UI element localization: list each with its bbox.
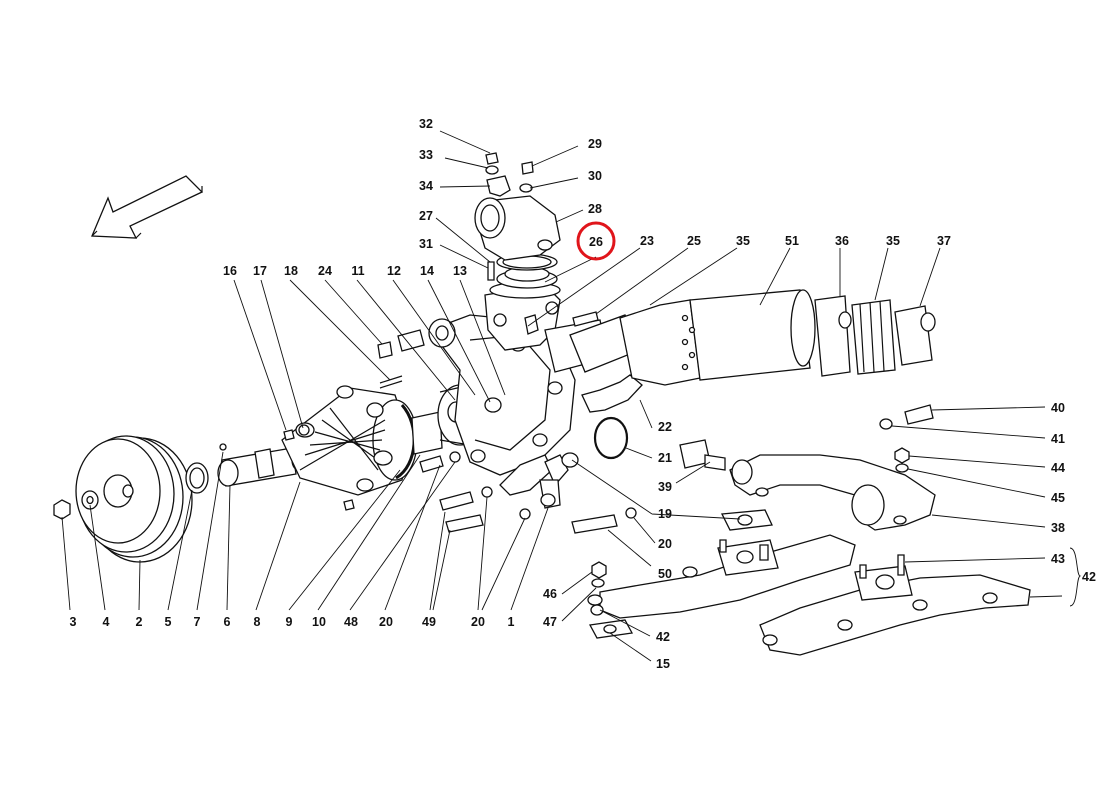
manifold-gaskets [588,509,773,639]
catalytic-converter [569,289,816,386]
callout-44: 44 [1051,461,1065,475]
callout-26: 26 [589,235,603,249]
exhaust-manifold-right [759,554,1031,656]
water-temp-sender [679,439,726,471]
callout-24: 24 [318,264,332,278]
callout-28: 28 [588,202,602,216]
temperature-sensor [879,404,934,430]
callout-34: 34 [419,179,433,193]
exhaust-manifold-left [587,534,856,619]
highlight-circle [576,221,616,261]
callout-4: 4 [103,615,110,629]
callout-20-b: 20 [471,615,485,629]
callout-45: 45 [1051,491,1065,505]
pump-studs [283,329,425,441]
callout-50: 50 [658,567,672,581]
callout-36: 36 [835,234,849,248]
callout-11: 11 [351,264,364,278]
callout-47: 47 [543,615,557,629]
callout-22: 22 [658,420,672,434]
callout-5: 5 [165,615,172,629]
callout-41: 41 [1051,432,1065,446]
exhaust-manifold-upper [729,454,936,531]
callout-39: 39 [658,480,672,494]
callout-38: 38 [1051,521,1065,535]
callout-20-a: 20 [379,615,393,629]
callout-17: 17 [253,264,267,278]
thermostat-cover [474,195,561,281]
callout-27: 27 [419,209,433,223]
callout-2: 2 [136,615,143,629]
callout-33: 33 [419,148,433,162]
o-ring [593,416,629,460]
nut-washer [894,447,910,473]
exhaust-flex-pipe [814,295,936,377]
bolt [572,311,599,327]
callout-12: 12 [387,264,401,278]
callout-25: 25 [687,234,701,248]
callout-37: 37 [937,234,951,248]
callout-35-a: 35 [736,234,750,248]
callout-23: 23 [640,234,654,248]
pulley-nut [53,490,99,520]
callout-30: 30 [588,169,602,183]
callout-7: 7 [194,615,201,629]
callout-49: 49 [422,615,436,629]
cover-fasteners [485,152,534,197]
callout-15: 15 [656,657,670,671]
pump-housing-front [281,385,418,511]
pulley [75,435,193,563]
callout-51: 51 [785,234,799,248]
callout-40: 40 [1051,401,1065,415]
manifold-nut [590,561,607,616]
callout-14: 14 [420,264,434,278]
callout-46: 46 [543,587,557,601]
callout-42-a: 42 [1082,570,1096,584]
callout-6: 6 [224,615,231,629]
callout-48: 48 [344,615,358,629]
callout-labels: 32 33 34 27 31 29 30 28 26 23 25 35 51 3… [70,117,1096,671]
seal-rings [185,443,227,494]
direction-arrow-icon [91,175,204,239]
callout-18: 18 [284,264,298,278]
callout-10: 10 [312,615,326,629]
callout-31: 31 [419,237,433,251]
callout-9: 9 [286,615,293,629]
coolant-pipe [581,374,643,413]
callout-43: 43 [1051,552,1065,566]
callout-42-b: 42 [656,630,670,644]
callout-29: 29 [588,137,602,151]
callout-13: 13 [453,264,467,278]
callout-32: 32 [419,117,433,131]
callout-1: 1 [508,615,515,629]
callout-21: 21 [658,451,672,465]
callout-20-c: 20 [658,537,672,551]
callout-19: 19 [658,507,672,521]
callout-3: 3 [70,615,77,629]
callout-8: 8 [254,615,261,629]
callout-35-b: 35 [886,234,900,248]
leader-lines [61,130,1082,662]
callout-16: 16 [223,264,237,278]
